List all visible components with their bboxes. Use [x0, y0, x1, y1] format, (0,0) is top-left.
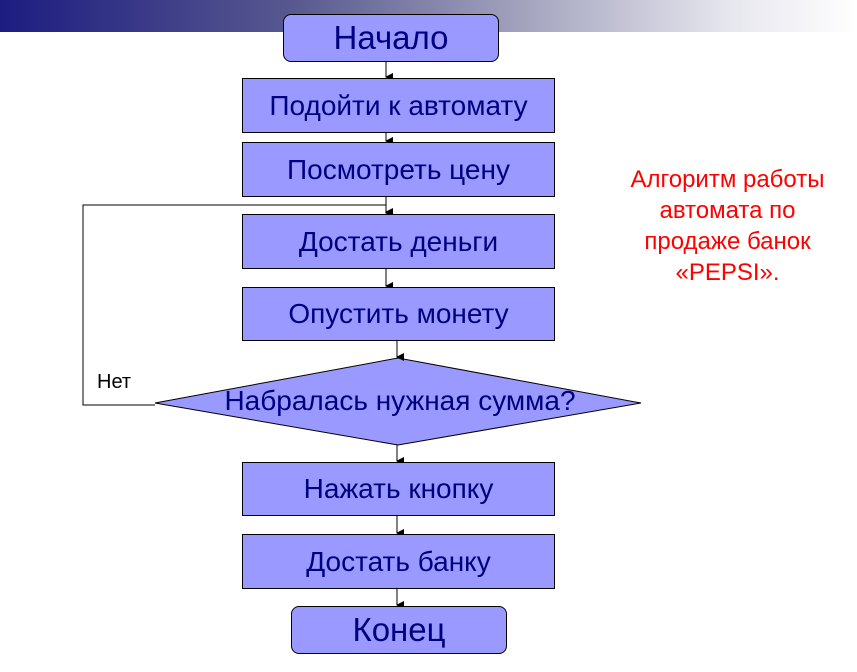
- step-insert-coin: Опустить монету: [242, 287, 555, 341]
- end-node: Конец: [291, 606, 507, 654]
- note-line: продаже банок: [644, 228, 811, 255]
- start-node: Начало: [283, 14, 499, 62]
- note-line: «PEPSI».: [675, 259, 780, 286]
- step-check-price: Посмотреть цену: [242, 142, 555, 197]
- decision-text: Набралась нужная сумма?: [224, 385, 576, 416]
- step-take-can: Достать банку: [242, 534, 555, 589]
- step-approach: Подойти к автомату: [242, 78, 555, 133]
- note-line: Алгоритм работы: [630, 166, 825, 193]
- step-press-button: Нажать кнопку: [242, 462, 555, 516]
- loop-back-arrow: [82, 204, 393, 406]
- step-get-money: Достать деньги: [242, 214, 555, 269]
- note-line: автомата по: [659, 197, 796, 224]
- no-label: Нет: [97, 371, 132, 393]
- decision-diamond: [154, 357, 642, 446]
- algorithm-note: Алгоритм работы автомата по продаже бано…: [600, 164, 855, 288]
